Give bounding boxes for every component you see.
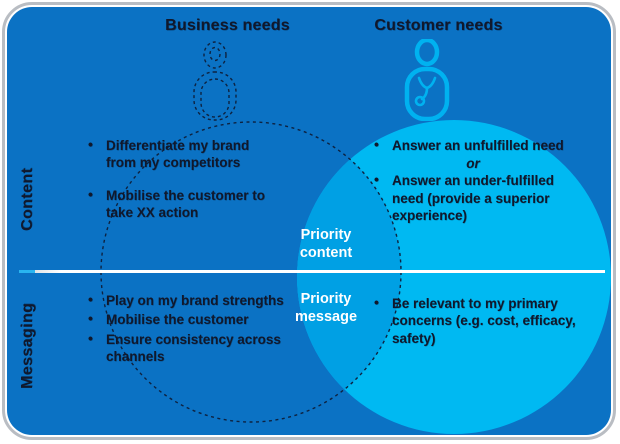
priority-content-label: Priority content [299,227,353,261]
list-item: Be relevant to my primary concerns (e.g.… [369,294,577,347]
business-needs-header: Business needs [165,17,290,34]
list-item: Answer an unfulfilled need [369,136,577,154]
or-connector: or [466,156,480,172]
customer-content-block: Answer an unfulfilled need or Answer an … [369,136,577,224]
priority-message-label: Priority message [294,291,358,325]
content-messaging-divider [19,270,605,273]
overlap-lens [297,122,401,422]
business-content-list: Differentiate my brand from my competito… [83,136,275,222]
business-messaging-list: Play on my brand strengths Mobilise the … [83,291,293,366]
customer-needs-header: Customer needs [374,17,503,34]
business-person-icon [193,41,237,121]
list-item: Answer an under-fulfilled need (provide … [369,171,577,224]
list-item: Mobilise the customer [83,310,293,328]
customer-messaging-list: Be relevant to my primary concerns (e.g.… [369,294,577,347]
list-item: Mobilise the customer to take XX action [83,186,275,222]
list-item: Differentiate my brand from my competito… [83,136,275,172]
venn-slide: Business needs Customer needs [7,7,611,435]
row-label-messaging: Messaging [19,302,36,390]
slide-frame: Business needs Customer needs [2,2,616,440]
customer-content-list-top: Answer an unfulfilled need [369,136,577,154]
customer-content-list-bottom: Answer an under-fulfilled need (provide … [369,171,577,224]
list-item: Ensure consistency across channels [83,330,293,366]
list-item: Play on my brand strengths [83,291,293,309]
customer-person-stethoscope-icon [404,39,450,121]
row-label-content: Content [19,167,36,231]
